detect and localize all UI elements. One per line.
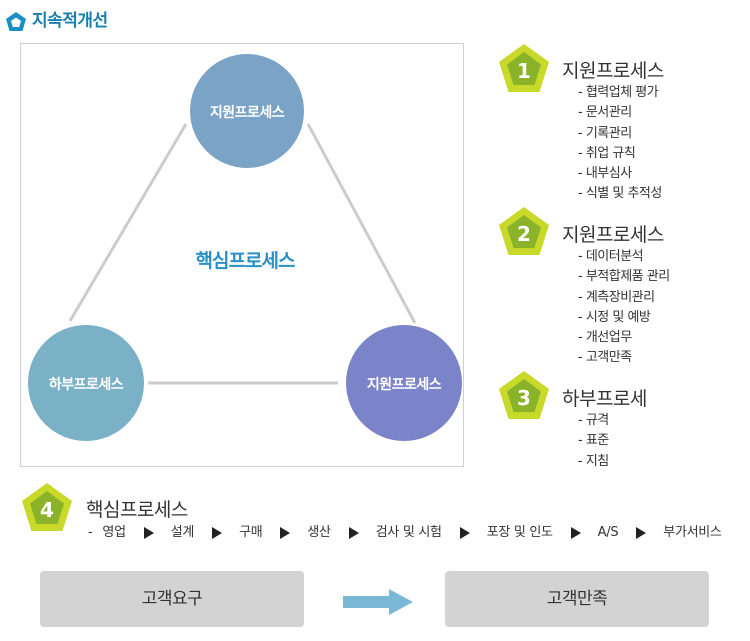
number-badge-icon [499,44,549,92]
number-badge-icon [22,483,72,531]
right-circle [346,325,462,441]
flow-step: A/S [597,525,619,540]
section-3-title: 하부프로세 [562,388,647,410]
triangle-right-icon [143,527,154,539]
top-circle [190,54,304,168]
section-4-number: 4 [40,498,54,522]
list-item: - 고객만족 [578,350,632,366]
flow-step: 생산 [307,525,331,540]
list-item: - 식별 및 추적성 [578,186,662,202]
center-label: 핵심프로세스 [195,250,296,272]
section-3-number: 3 [517,386,531,410]
list-item: - 시정 및 예방 [578,309,651,325]
triangle-right-icon [212,527,223,539]
section-2-list: - 데이터분석 - 부적합제품 관리 - 계측장비관리 - 시정 및 예방 - … [578,247,670,369]
flow-step: 포장 및 인도 [486,525,553,540]
list-item: - 내부심사 [578,166,632,182]
left-circle [28,325,144,441]
triangle-right-icon [280,527,291,539]
flow-step: 구매 [239,525,263,540]
customer-satisfaction-box: 고객만족 [445,571,709,627]
list-item: - 기록관리 [578,125,632,141]
connector-line-top-right [306,123,417,324]
triangle-right-icon [459,527,470,539]
flow-step: 검사 및 시험 [375,525,442,540]
section-4-title: 핵심프로세스 [86,499,188,521]
left-circle-label: 하부프로세스 [48,377,124,393]
number-badge-icon [499,371,549,419]
list-item: - 데이터분석 [578,249,644,264]
list-item: - 지침 [578,453,609,469]
list-item: - 개선업무 [578,330,632,346]
right-circle-label: 지원프로세스 [366,377,442,393]
section-1-list: - 협력업체 평가 - 문서관리 - 기록관리 - 취업 규칙 - 내부심사 -… [578,83,662,205]
section-1-title: 지원프로세스 [562,60,664,82]
list-item: - 취업 규칙 [578,145,636,161]
flow-step: 설계 [170,525,195,540]
section-2-title: 지원프로세스 [562,224,664,246]
triangle-right-icon [636,527,647,539]
section-3-list: - 규격 - 표준 - 지침 [578,411,609,472]
process-diagram [28,54,462,441]
section-2-number: 2 [517,222,531,246]
list-item: - 문서관리 [578,105,632,121]
section-1-number: 1 [517,59,531,83]
arrow-right-icon [343,589,413,615]
list-item: - 계측장비관리 [578,289,655,305]
list-item: - 표준 [578,433,609,449]
list-item: - 부적합제품 관리 [578,269,670,285]
top-circle-label: 지원프로세스 [209,105,285,121]
flow-dash: - [88,525,93,540]
pentagon-icon [6,12,26,31]
page-title: 지속적개선 [32,11,108,31]
triangle-right-icon [348,527,359,539]
customer-requirement-box: 고객요구 [40,571,304,627]
connector-line-top-left [68,123,188,322]
list-item: - 협력업체 평가 [578,85,659,100]
flow-step: 영업 [102,525,126,540]
list-item: - 규격 [578,413,609,428]
number-badge-icon [499,207,549,255]
process-flow: - 영업 설계 구매 생산 검사 및 시험 포장 및 인도 A/S 부가서비스 [88,523,722,543]
triangle-right-icon [570,527,581,539]
diagram-frame [20,43,464,467]
flow-step: 부가서비스 [663,525,722,540]
